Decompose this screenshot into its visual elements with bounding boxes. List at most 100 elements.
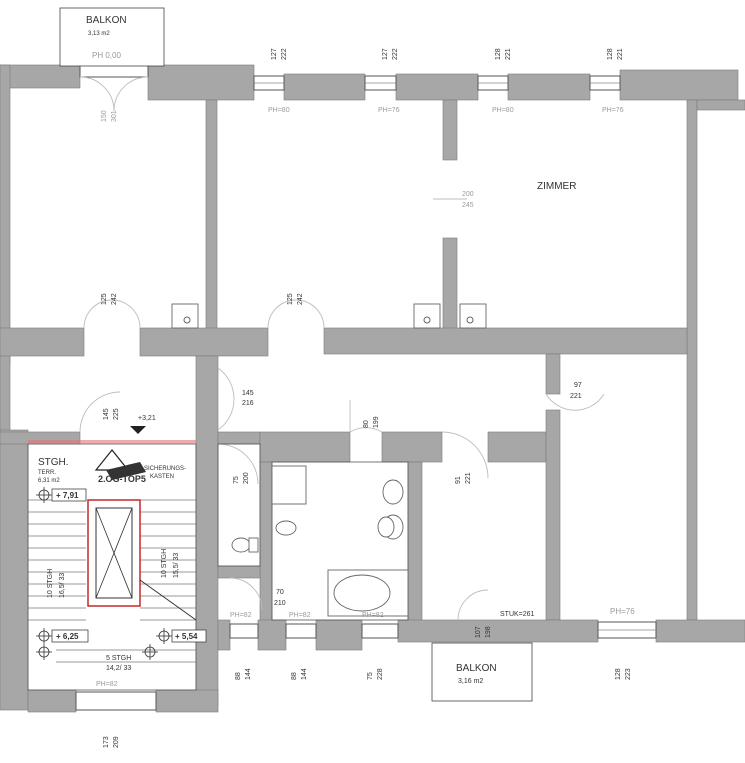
level-marker (130, 426, 146, 434)
sink-1 (382, 479, 404, 505)
wall-b1 (257, 619, 287, 651)
w3-b: 221 (505, 48, 512, 60)
sink-3 (377, 516, 395, 538)
door6-a: 80 (363, 420, 370, 428)
wb2-ph: PH=82 (289, 612, 311, 619)
w3-ph: PH=80 (492, 107, 514, 114)
wall-h1a (0, 327, 85, 357)
balkon-door-frame (79, 64, 149, 78)
w2-a: 127 (382, 48, 389, 60)
door2-a: 125 (287, 293, 294, 305)
elevator-shaft (87, 499, 141, 607)
wall-top-6 (619, 69, 739, 101)
door1-b: 242 (111, 293, 118, 305)
balkon-door-a: 150 (101, 110, 108, 122)
wall-top-left (0, 64, 81, 89)
wb4-a: 128 (615, 668, 622, 680)
wall-h2e (487, 431, 547, 463)
door10-extra: STUK=261 (500, 611, 535, 618)
wall-h1c (323, 327, 688, 355)
w4-a: 128 (607, 48, 614, 60)
door3-a: 145 (103, 408, 110, 420)
wb4-b: 223 (625, 668, 632, 680)
w2-ph: PH=76 (378, 107, 400, 114)
stair-1b: 16,5/ 33 (59, 573, 66, 598)
wall-h3 (217, 565, 261, 579)
stair-3: 5 STGH (106, 655, 131, 662)
w2-b: 222 (392, 48, 399, 60)
radiator-box-2 (413, 303, 441, 329)
door7-a: 75 (233, 476, 240, 484)
wall-v1 (205, 99, 218, 331)
door5-b: 221 (570, 393, 582, 400)
wall-h2d (381, 431, 443, 463)
window-b2 (285, 623, 317, 639)
stair-3b: 14,2/ 33 (106, 665, 131, 672)
toilet-bath (275, 520, 297, 536)
level-box-2 (51, 488, 87, 502)
wb1-b: 144 (245, 668, 252, 680)
wall-b3 (397, 619, 599, 643)
stair-highlight (28, 440, 196, 444)
level-1: +3,21 (138, 415, 156, 422)
wall-left-upper (0, 64, 11, 366)
door2-b: 242 (297, 293, 304, 305)
level-symbols (36, 487, 172, 660)
labels: BALKON 3,13 m2 PH 0,00 ZIMMER BALKON 3,1… (38, 15, 635, 748)
level-4: + 5,54 (175, 632, 198, 641)
wall-h2b (217, 431, 261, 445)
wall-v4 (259, 461, 273, 623)
sicherung-label: SICHERUNGS- (144, 466, 186, 472)
door-swings (79, 76, 605, 621)
opening-a: 200 (462, 191, 474, 198)
wb1-ph: PH=82 (230, 612, 252, 619)
wall-right-cap (696, 99, 745, 111)
wb3-b: 228 (377, 668, 384, 680)
balkon-bottom (431, 642, 533, 702)
door1-a: 125 (101, 293, 108, 305)
top-windows (79, 64, 621, 91)
fuse-box-mark (106, 462, 146, 480)
door5-a: 97 (574, 382, 582, 389)
fixtures (171, 303, 487, 621)
wb4-ph: PH=76 (610, 607, 635, 616)
balkon-top-area: 3,13 m2 (88, 31, 110, 37)
wall-h2c (259, 431, 351, 463)
level-3: + 6,25 (56, 632, 79, 641)
bathtub-basin (333, 574, 391, 612)
wb3-a: 75 (367, 672, 374, 680)
sicherung-label-2: KASTEN (150, 474, 174, 480)
stgh-area: 6,31 m2 (38, 478, 60, 484)
w1-b: 222 (281, 48, 288, 60)
stgh-terr: TERR. (38, 470, 56, 476)
toilet-tank (248, 537, 259, 553)
level-box-3 (51, 629, 89, 643)
radiator-box-3 (459, 303, 487, 329)
wall-b0 (217, 619, 231, 651)
wall-b-stair-r (155, 689, 219, 713)
wall-v2a (442, 99, 458, 161)
wall-top-5 (507, 73, 591, 101)
w3-a: 128 (495, 48, 502, 60)
door4-b: 216 (242, 400, 254, 407)
shower-tray (271, 465, 307, 505)
door10-a: 107 (475, 626, 482, 638)
wall-left-stair (0, 429, 29, 711)
wall-right (686, 99, 698, 621)
wall-top-2 (147, 64, 255, 101)
wall-v2b (442, 237, 458, 331)
bathroom (271, 461, 409, 621)
wb3-ph: PH=82 (362, 612, 384, 619)
wc-room (217, 443, 261, 567)
toilet (231, 537, 251, 553)
door8-a: 91 (455, 476, 462, 484)
elevator-car (95, 507, 133, 599)
balkon-top (59, 7, 165, 67)
wall-h1b (139, 327, 269, 357)
entry-a: 173 (103, 736, 110, 748)
door10-b: 198 (485, 626, 492, 638)
w4-ph: PH=76 (602, 107, 624, 114)
w4-b: 221 (617, 48, 624, 60)
radiator-box-1 (171, 303, 199, 329)
